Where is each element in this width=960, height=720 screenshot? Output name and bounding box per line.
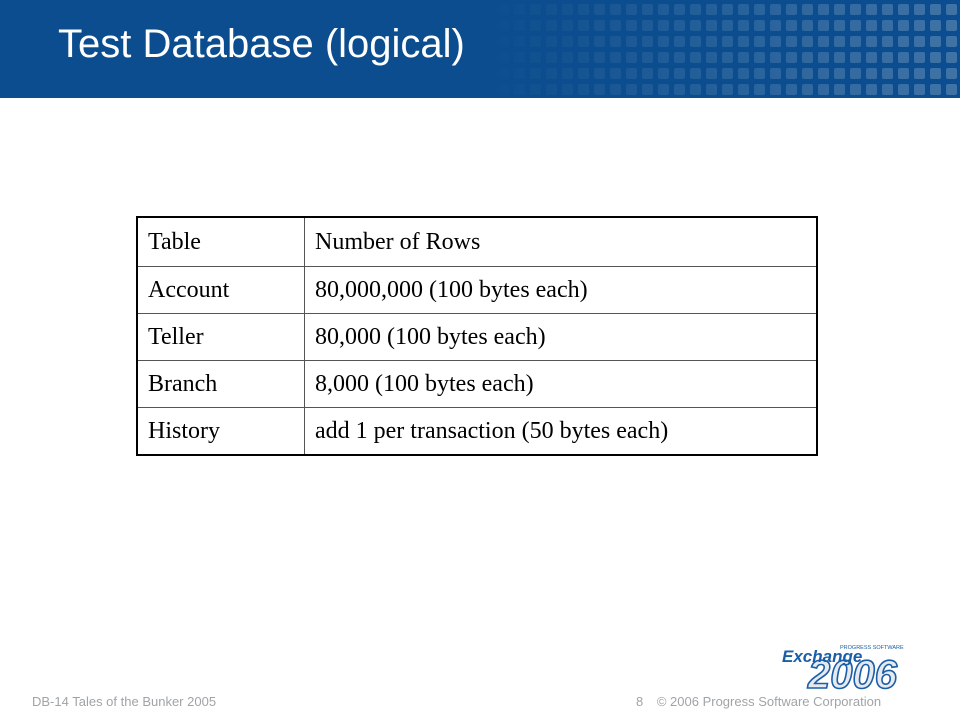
table-row: Account 80,000,000 (100 bytes each) <box>136 266 818 314</box>
header-cell-table: Table <box>136 216 305 267</box>
header-cell-rows: Number of Rows <box>304 216 818 267</box>
database-table: Table Number of Rows Account 80,000,000 … <box>136 216 818 456</box>
footer-session-label: DB-14 Tales of the Bunker 2005 <box>32 694 217 709</box>
logo-name: Exchange <box>782 647 862 666</box>
logo-year: 2006 <box>807 653 898 697</box>
table-row: Branch 8,000 (100 bytes each) <box>136 360 818 408</box>
table-row: History add 1 per transaction (50 bytes … <box>136 407 818 456</box>
table-row: Teller 80,000 (100 bytes each) <box>136 313 818 361</box>
exchange-2006-logo: 2006 PROGRESS SOFTWARE Exchange <box>782 645 904 698</box>
table-name-cell: Teller <box>136 313 305 361</box>
slide-title: Test Database (logical) <box>58 22 465 66</box>
row-count-cell: 8,000 (100 bytes each) <box>304 360 818 408</box>
table-name-cell: History <box>136 407 305 456</box>
row-count-cell: 80,000 (100 bytes each) <box>304 313 818 361</box>
logo-brand-small: PROGRESS SOFTWARE <box>840 645 904 651</box>
copyright-text: © 2006 Progress Software Corporation <box>656 694 882 709</box>
table-name-cell: Account <box>136 266 305 314</box>
title-bar: Test Database (logical) <box>0 0 960 98</box>
table-name-cell: Branch <box>136 360 305 408</box>
row-count-cell: 80,000,000 (100 bytes each) <box>304 266 818 314</box>
dot-grid-decoration <box>480 0 960 98</box>
row-count-cell: add 1 per transaction (50 bytes each) <box>304 407 818 456</box>
table-header-row: Table Number of Rows <box>136 216 818 267</box>
footer-right: 8 © 2006 Progress Software Corporation <box>636 694 881 709</box>
page-number: 8 <box>636 694 644 709</box>
